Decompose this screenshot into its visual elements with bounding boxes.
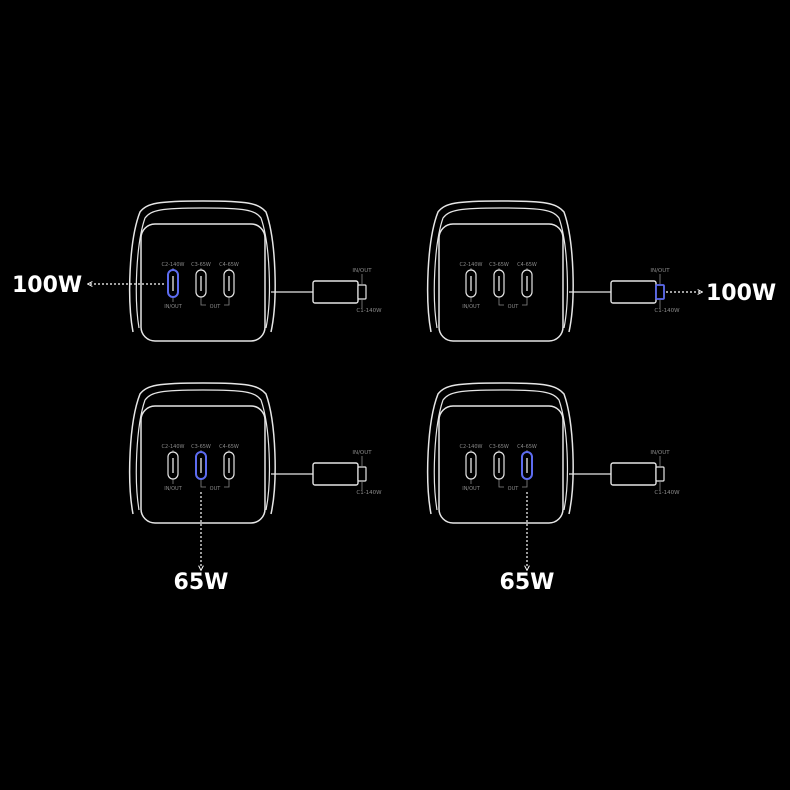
- port-label-c3: C3-65W: [191, 262, 211, 268]
- port-label-out: OUT: [508, 304, 520, 310]
- cable-connector-c1: [655, 284, 665, 300]
- port-label-c2: C2-140W: [460, 444, 483, 450]
- cable-connector-c1: [357, 284, 367, 300]
- cable-label-c1: C1-140W: [654, 308, 680, 314]
- power-callout: 100W: [12, 273, 164, 298]
- port-label-out: OUT: [210, 304, 222, 310]
- port-label-c4: C4-65W: [219, 262, 239, 268]
- watt-label: 65W: [500, 570, 555, 595]
- usb-c-cable: IN/OUT C1-140W: [569, 268, 680, 314]
- port-labels: C2-140W C3-65W C4-65W IN/OUT OUT: [460, 262, 537, 310]
- watt-label: 65W: [174, 570, 229, 595]
- cable-label-in-out: IN/OUT: [650, 268, 670, 274]
- port-label-in-out: IN/OUT: [462, 486, 480, 492]
- panel-top-left: C2-140W C3-65W C4-65W IN/OUT OUT: [12, 200, 382, 342]
- power-callout: 100W: [666, 281, 776, 306]
- usb-c-cable: IN/OUT C1-140W: [569, 450, 680, 496]
- port-label-c3: C3-65W: [489, 444, 509, 450]
- cable-label-in-out: IN/OUT: [352, 268, 372, 274]
- usb-c-ports: [167, 269, 235, 298]
- port-label-c2: C2-140W: [162, 262, 185, 268]
- cable-label-c1: C1-140W: [356, 308, 382, 314]
- port-label-c4: C4-65W: [219, 444, 239, 450]
- port-label-c3: C3-65W: [191, 444, 211, 450]
- panel-bottom-left: C2-140W C3-65W C4-65W IN/OUT OUT: [128, 382, 382, 595]
- usb-c-cable: IN/OUT C1-140W: [271, 268, 382, 314]
- cable-connector-c1: [357, 466, 367, 482]
- watt-label: 100W: [12, 273, 82, 298]
- port-label-out: OUT: [508, 486, 520, 492]
- watt-label: 100W: [706, 281, 776, 306]
- port-label-in-out: IN/OUT: [164, 304, 182, 310]
- cable-label-in-out: IN/OUT: [352, 450, 372, 456]
- port-label-out: OUT: [210, 486, 222, 492]
- cable-label-in-out: IN/OUT: [650, 450, 670, 456]
- port-label-in-out: IN/OUT: [164, 486, 182, 492]
- port-label-c2: C2-140W: [162, 444, 185, 450]
- cable-label-c1: C1-140W: [356, 490, 382, 496]
- port-label-c2: C2-140W: [460, 262, 483, 268]
- port-label-in-out: IN/OUT: [462, 304, 480, 310]
- port-label-c3: C3-65W: [489, 262, 509, 268]
- port-labels: C2-140W C3-65W C4-65W IN/OUT OUT: [162, 444, 239, 492]
- usb-c-ports: [465, 269, 533, 298]
- port-label-c4: C4-65W: [517, 262, 537, 268]
- power-callout: 65W: [500, 492, 555, 595]
- cable-label-c1: C1-140W: [654, 490, 680, 496]
- panel-top-right: C2-140W C3-65W C4-65W IN/OUT OUT: [426, 200, 776, 342]
- port-label-c4: C4-65W: [517, 444, 537, 450]
- port-labels: C2-140W C3-65W C4-65W IN/OUT OUT: [460, 444, 537, 492]
- usb-c-ports: [167, 451, 235, 480]
- usb-c-ports: [465, 451, 533, 480]
- port-labels: C2-140W C3-65W C4-65W IN/OUT OUT: [162, 262, 239, 310]
- power-callout: 65W: [174, 492, 229, 595]
- usb-c-cable: IN/OUT C1-140W: [271, 450, 382, 496]
- cable-connector-c1: [655, 466, 665, 482]
- panel-bottom-right: C2-140W C3-65W C4-65W IN/OUT OUT: [426, 382, 680, 595]
